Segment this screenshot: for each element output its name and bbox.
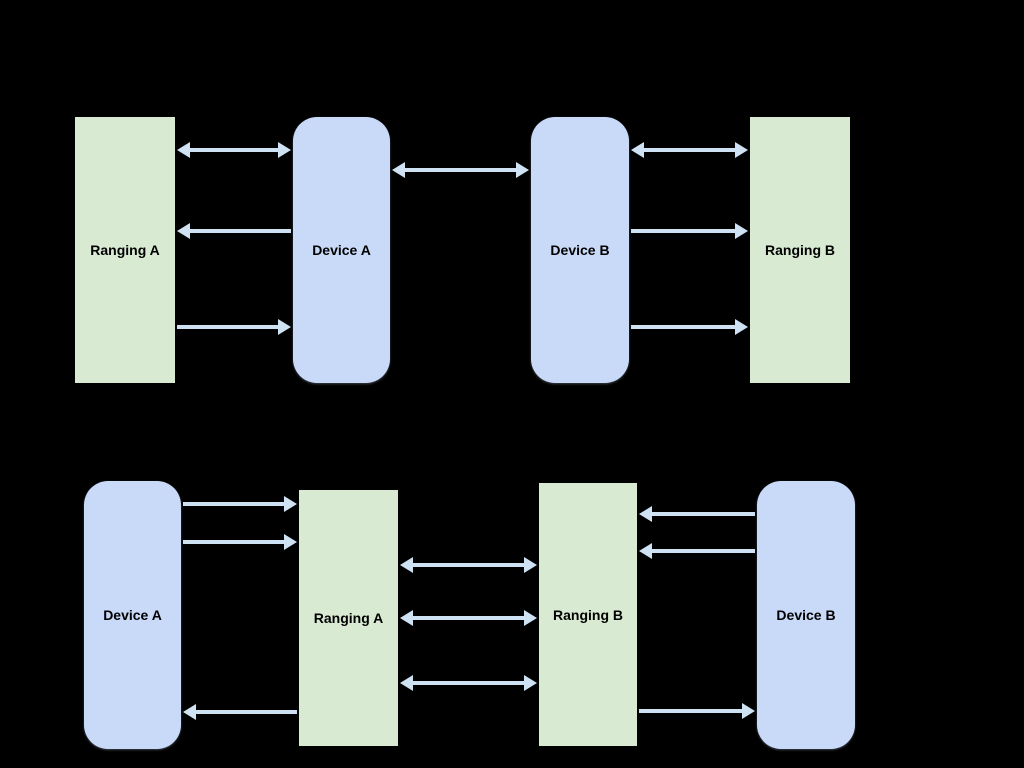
node-top-device-b-label: Device B xyxy=(550,242,610,258)
arrow-top-5-right xyxy=(631,223,748,239)
node-bottom-device-a: Device A xyxy=(84,481,181,749)
arrow-bottom-0-right xyxy=(183,496,297,512)
arrowhead-right-icon xyxy=(735,142,748,158)
arrow-top-2-right xyxy=(177,319,291,335)
node-top-device-b: Device B xyxy=(531,117,629,383)
arrowhead-right-icon xyxy=(735,319,748,335)
node-bottom-ranging-a-label: Ranging A xyxy=(313,610,384,626)
node-bottom-ranging-b: Ranging B xyxy=(539,483,637,746)
node-top-device-a: Device A xyxy=(293,117,390,383)
arrow-bottom-4-both xyxy=(400,610,537,626)
arrow-shaft xyxy=(177,325,281,329)
arrowhead-right-icon xyxy=(516,162,529,178)
arrow-shaft xyxy=(193,710,297,714)
arrowhead-right-icon xyxy=(284,496,297,512)
arrow-shaft xyxy=(410,681,527,685)
arrowhead-left-icon xyxy=(392,162,405,178)
arrowhead-right-icon xyxy=(524,610,537,626)
arrow-shaft xyxy=(639,709,745,713)
arrow-top-3-both xyxy=(392,162,529,178)
arrowhead-right-icon xyxy=(278,142,291,158)
node-bottom-device-b: Device B xyxy=(757,481,855,749)
arrow-shaft xyxy=(410,616,527,620)
arrowhead-left-icon xyxy=(177,142,190,158)
arrowhead-right-icon xyxy=(524,557,537,573)
arrow-bottom-2-left xyxy=(183,704,297,720)
arrowhead-right-icon xyxy=(735,223,748,239)
node-top-ranging-b: Ranging B xyxy=(750,117,850,383)
arrow-shaft xyxy=(649,549,755,553)
arrow-top-0-both xyxy=(177,142,291,158)
arrow-shaft xyxy=(402,168,519,172)
arrowhead-right-icon xyxy=(278,319,291,335)
arrow-shaft xyxy=(183,502,287,506)
arrowhead-right-icon xyxy=(742,703,755,719)
node-bottom-ranging-b-label: Ranging B xyxy=(553,606,623,623)
arrowhead-right-icon xyxy=(284,534,297,550)
node-bottom-ranging-a: Ranging A xyxy=(299,490,398,746)
node-top-ranging-b-label: Ranging B xyxy=(765,242,835,258)
arrow-bottom-1-right xyxy=(183,534,297,550)
arrowhead-left-icon xyxy=(400,610,413,626)
arrow-shaft xyxy=(631,229,738,233)
arrowhead-right-icon xyxy=(524,675,537,691)
node-top-device-a-label: Device A xyxy=(312,242,371,258)
arrowhead-left-icon xyxy=(400,675,413,691)
arrowhead-left-icon xyxy=(631,142,644,158)
arrow-bottom-7-left xyxy=(639,543,755,559)
node-top-ranging-a-label: Ranging A xyxy=(90,242,160,258)
arrowhead-left-icon xyxy=(177,223,190,239)
arrow-shaft xyxy=(631,325,738,329)
arrow-bottom-6-left xyxy=(639,506,755,522)
node-bottom-device-b-label: Device B xyxy=(776,607,836,623)
arrow-top-1-left xyxy=(177,223,291,239)
arrowhead-left-icon xyxy=(639,543,652,559)
arrow-shaft xyxy=(183,540,287,544)
arrow-shaft xyxy=(187,229,291,233)
arrow-shaft xyxy=(649,512,755,516)
arrow-top-4-both xyxy=(631,142,748,158)
arrow-shaft xyxy=(641,148,738,152)
arrow-bottom-3-both xyxy=(400,557,537,573)
arrow-shaft xyxy=(410,563,527,567)
node-bottom-device-a-label: Device A xyxy=(103,607,162,623)
arrow-top-6-right xyxy=(631,319,748,335)
node-top-ranging-a: Ranging A xyxy=(75,117,175,383)
arrow-shaft xyxy=(187,148,281,152)
arrowhead-left-icon xyxy=(639,506,652,522)
arrow-bottom-8-right xyxy=(639,703,755,719)
arrow-bottom-5-both xyxy=(400,675,537,691)
arrowhead-left-icon xyxy=(400,557,413,573)
arrowhead-left-icon xyxy=(183,704,196,720)
